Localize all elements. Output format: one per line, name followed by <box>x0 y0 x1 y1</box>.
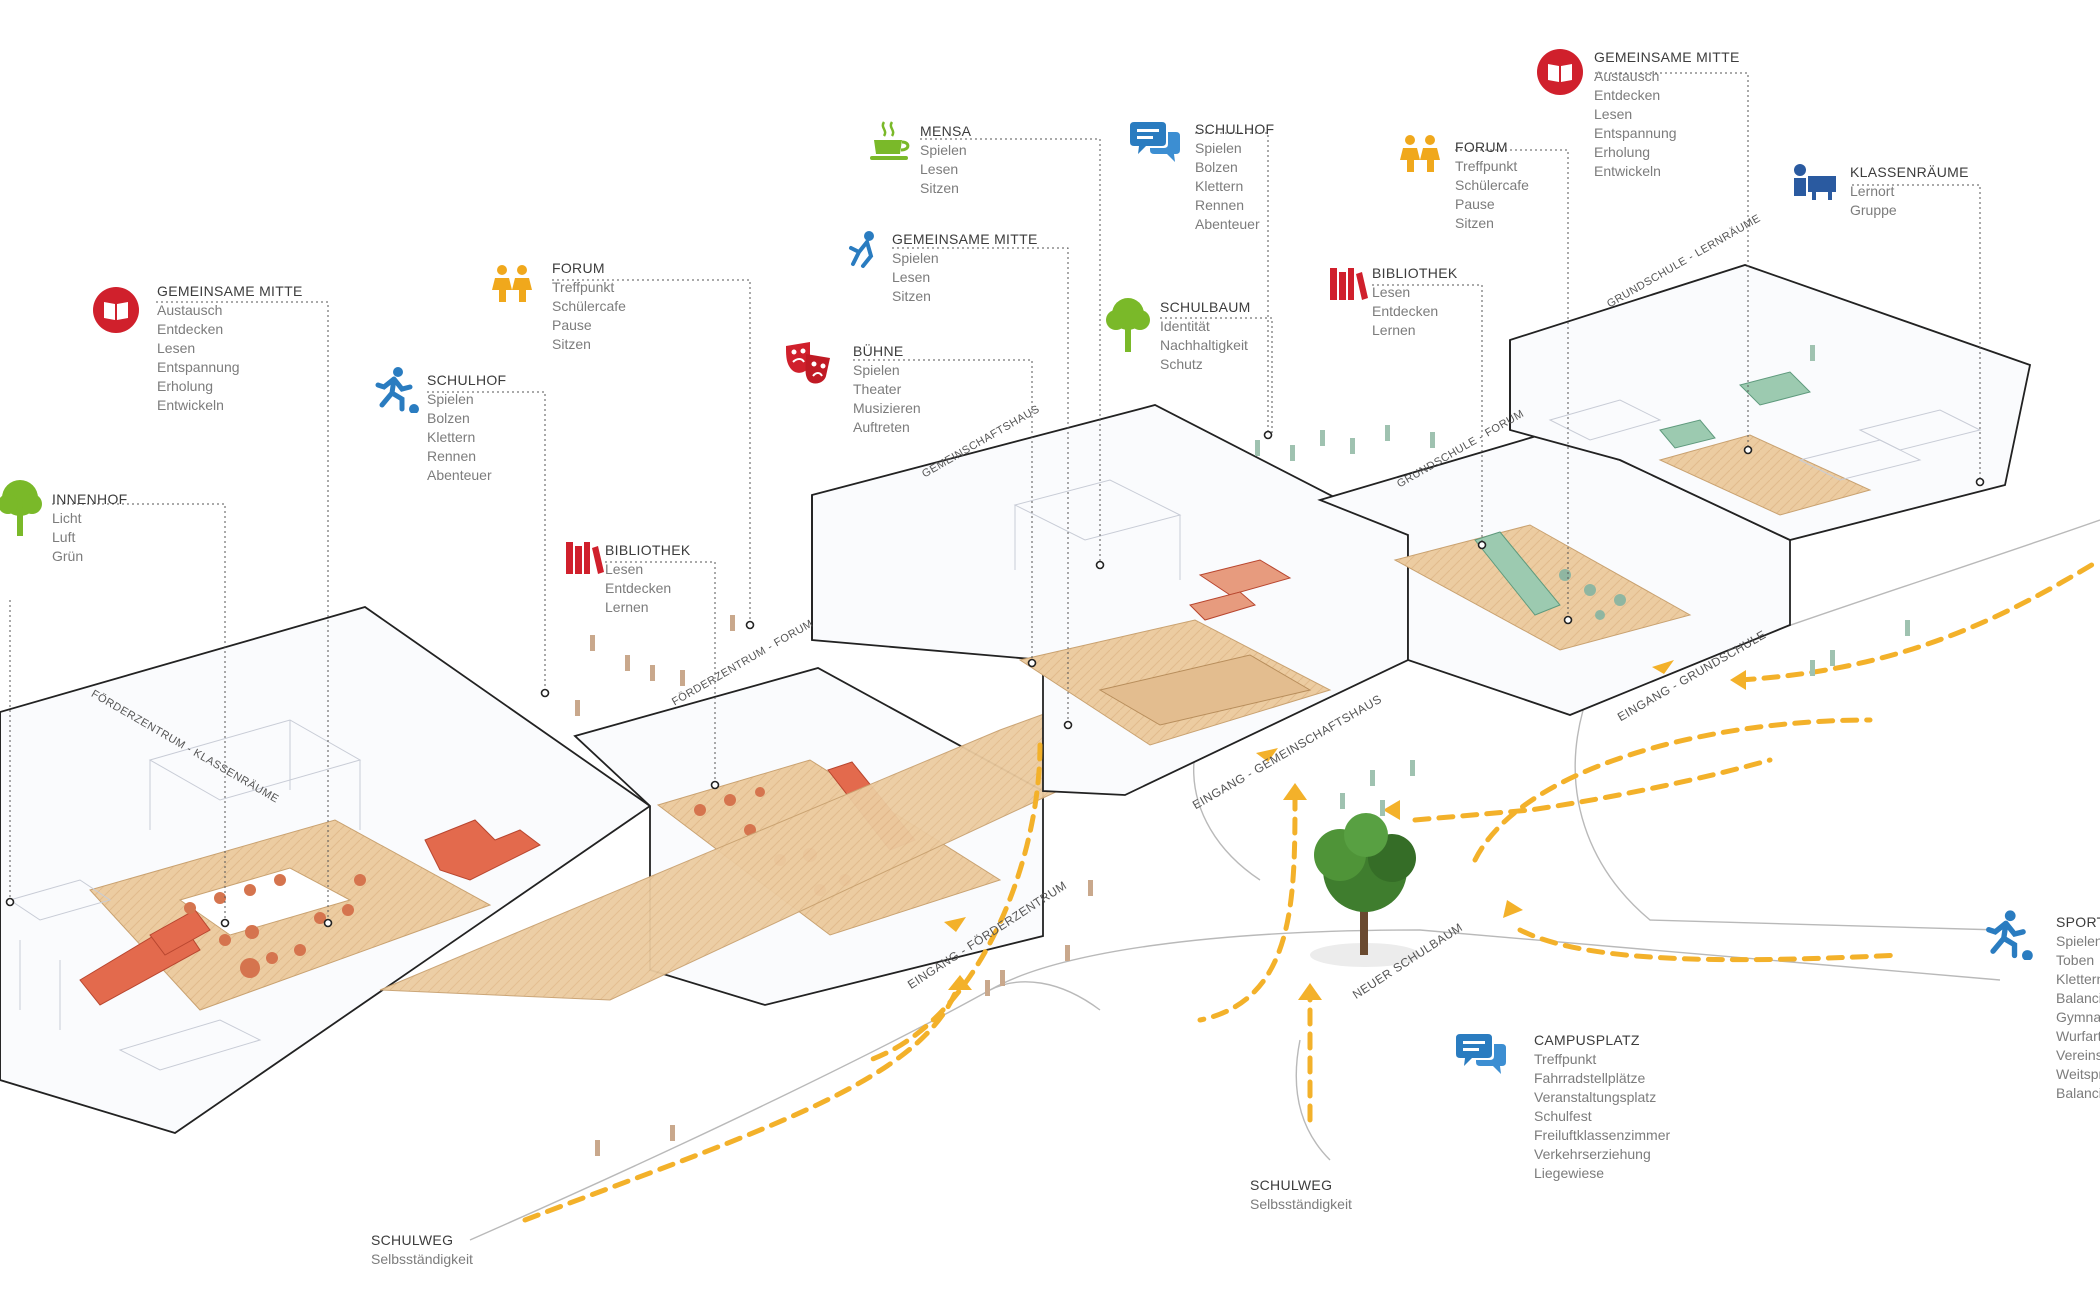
label-gemeinsame-mitte-mid: GEMEINSAME MITTE Spielen Lesen Sitzen <box>892 231 1038 304</box>
label-forum-left: FORUM Treffpunkt Schülercafe Pause Sitze… <box>552 260 626 352</box>
label-bibliothek-left: BIBLIOTHEK Lesen Entdecken Lernen <box>605 542 691 615</box>
label-gemeinsame-mitte-right: GEMEINSAME MITTE Austausch Entdecken Les… <box>1594 49 1740 179</box>
courtyard-void <box>178 867 352 936</box>
red-stair-mid <box>424 819 541 881</box>
label-title: SCHULBAUM <box>1160 299 1251 315</box>
mensa-walls <box>1013 479 1182 580</box>
people-figures-green <box>1255 345 1910 816</box>
green-stair-forum <box>1474 531 1561 616</box>
desk-icon <box>1790 162 1838 210</box>
cup-icon <box>870 118 918 166</box>
label-campusplatz: CAMPUSPLATZ Treffpunkt Fahrradstellplätz… <box>1534 1032 1671 1181</box>
label-innenhof: INNENHOF Licht Luft Grün <box>52 491 128 564</box>
people-figures <box>575 615 1093 1156</box>
route-arrows <box>522 557 2100 1223</box>
tree-icon <box>1104 296 1152 352</box>
label-title: KLASSENRÄUME <box>1850 164 1969 180</box>
label-title: BIBLIOTHEK <box>605 542 691 558</box>
label-title: SPORT <box>2056 914 2100 930</box>
label-schulhof-left: SCHULHOF Spielen Bolzen Klettern Rennen … <box>427 372 507 483</box>
label-title: INNENHOF <box>52 491 128 507</box>
red-stair-left <box>79 909 211 1006</box>
book-icon <box>1536 48 1584 96</box>
red-stair-gemein <box>1189 559 1292 621</box>
round-tables <box>184 874 366 978</box>
runner-icon <box>368 365 419 414</box>
label-title: FORUM <box>1455 139 1508 155</box>
label-gemeinsame-mitte-left: GEMEINSAME MITTE Austausch Entdecken Les… <box>157 283 303 413</box>
classroom-walls-right <box>1548 399 1982 481</box>
label-title: GEMEINSAME MITTE <box>1594 49 1740 65</box>
label-title: MENSA <box>920 123 972 139</box>
green-stair-lern <box>1659 371 1811 449</box>
chat-icon <box>1130 118 1180 166</box>
label-title: BIBLIOTHEK <box>1372 265 1458 281</box>
label-buehne: BÜHNE Spielen Theater Musizieren Auftret… <box>853 343 921 435</box>
label-title: BÜHNE <box>853 343 904 359</box>
label-title: FORUM <box>552 260 605 276</box>
label-sport: SPORT Spielen Toben Klettern Balancieren… <box>2056 915 2100 1103</box>
label-schulbaum: SCHULBAUM Identität Nachhaltigkeit Schut… <box>1160 299 1251 372</box>
label-title: SCHULHOF <box>427 372 507 388</box>
label-title: GEMEINSAME MITTE <box>892 231 1038 247</box>
people-icon <box>488 264 536 312</box>
books-icon <box>564 538 612 586</box>
school-tree <box>1310 813 1420 967</box>
label-bibliothek-right: BIBLIOTHEK Lesen Entdecken Lernen <box>1372 265 1458 338</box>
arrow-heads <box>944 660 1746 1000</box>
label-forum-right: FORUM Treffpunkt Schülercafe Pause Sitze… <box>1455 139 1529 231</box>
label-schulhof-mid: SCHULHOF Spielen Bolzen Klettern Rennen … <box>1195 121 1275 232</box>
label-title: SCHULWEG <box>1250 1177 1333 1193</box>
label-schulweg-left: SCHULWEG Selbsständigkeit <box>371 1232 473 1267</box>
masks-icon <box>784 340 832 388</box>
floor-grundschule-lern <box>1658 434 1872 516</box>
stage-pit <box>1098 654 1312 726</box>
leader-dots <box>5 430 1985 928</box>
leader-lines <box>9 72 1981 923</box>
label-mensa: MENSA Spielen Lesen Sitzen <box>920 123 972 196</box>
chat-icon <box>1456 1030 1506 1078</box>
books-icon <box>1328 264 1376 312</box>
runner-icon <box>1978 908 2033 961</box>
book-icon <box>92 286 140 334</box>
classroom-walls-left <box>8 719 362 1071</box>
climber-icon <box>845 230 893 278</box>
label-title: GEMEINSAME MITTE <box>157 283 303 299</box>
label-schulweg-mid: SCHULWEG Selbsständigkeit <box>1250 1177 1352 1212</box>
people-icon <box>1396 134 1444 182</box>
tree-icon <box>0 478 44 536</box>
label-title: CAMPUSPLATZ <box>1534 1032 1640 1048</box>
label-title: SCHULWEG <box>371 1232 454 1248</box>
label-klassenraeume: KLASSENRÄUME Lernort Gruppe <box>1850 164 1969 218</box>
label-title: SCHULHOF <box>1195 121 1275 137</box>
